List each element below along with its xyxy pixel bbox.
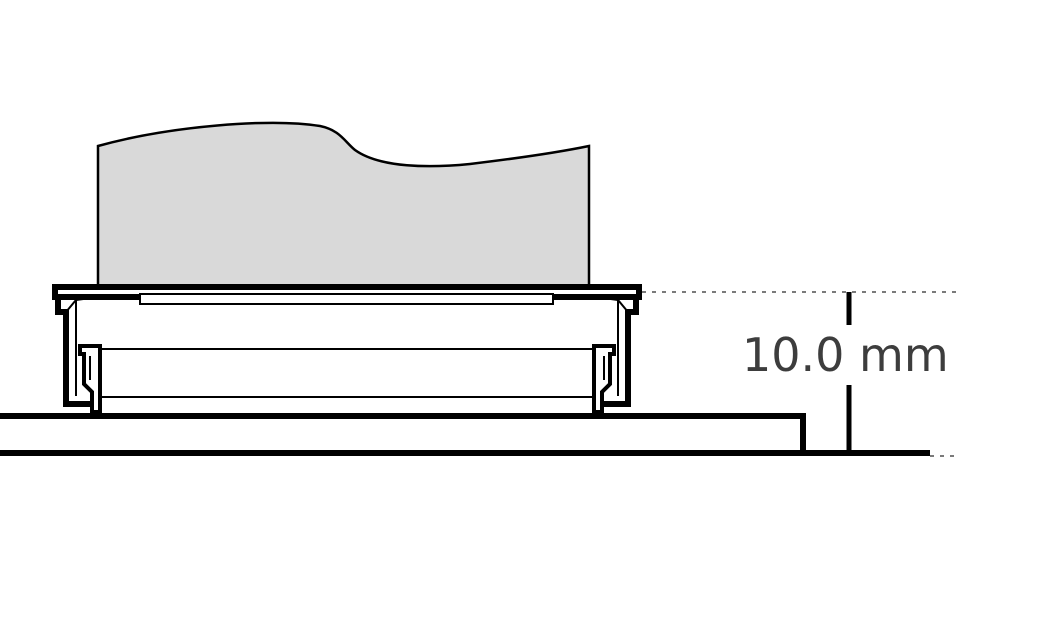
mounting-surface xyxy=(0,413,806,453)
bracket-inner-strip xyxy=(139,293,554,305)
product-body xyxy=(96,121,591,290)
dimension-label: 10.0 mm xyxy=(740,325,951,385)
mounting-bracket xyxy=(52,284,642,414)
